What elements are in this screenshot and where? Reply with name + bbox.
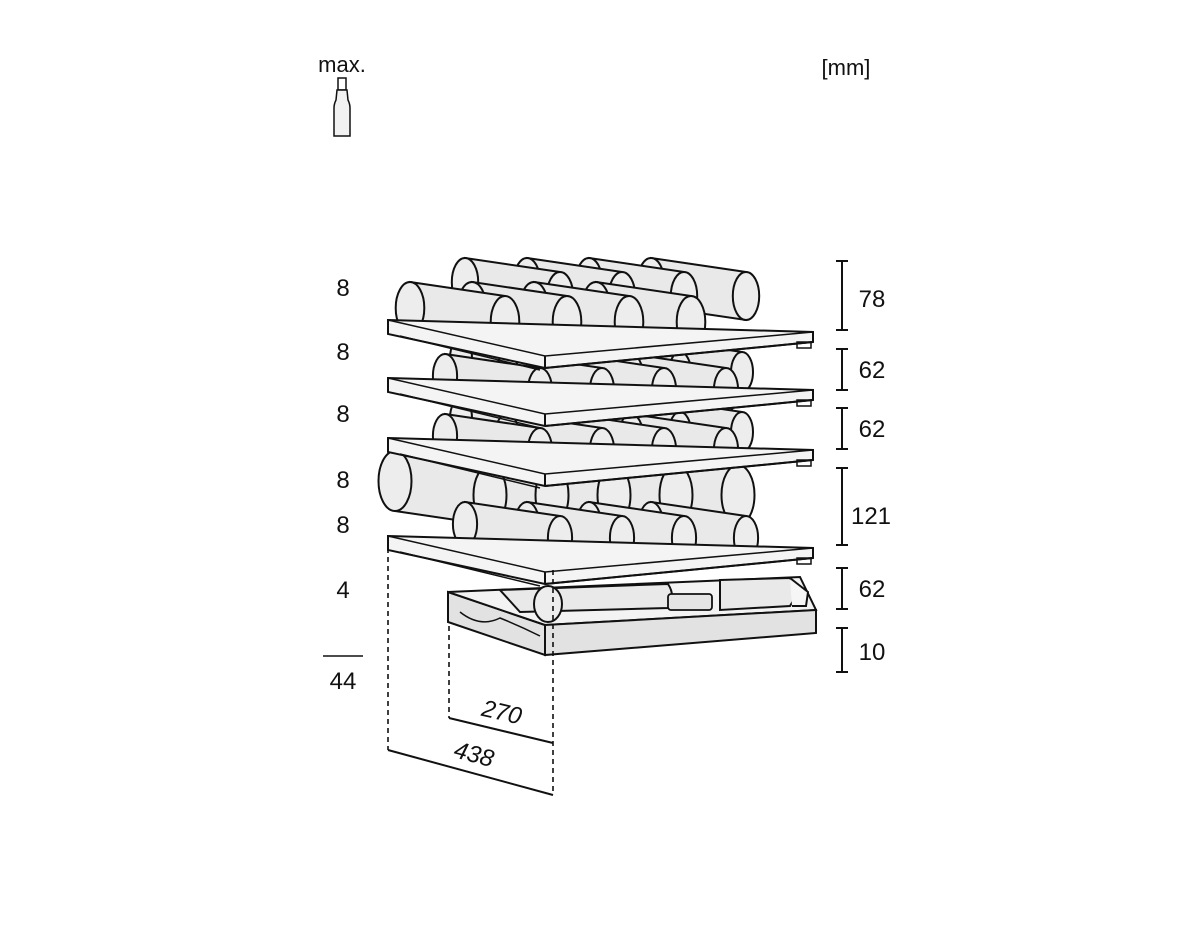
shelf-foot: [796, 459, 812, 467]
height-h2: 62: [859, 357, 886, 384]
shelf-foot: [796, 557, 812, 565]
drawer-depth-line: [448, 717, 554, 744]
left-counts: 8 8 8 8 8 4 44: [323, 275, 363, 695]
wire-shelf: [387, 376, 814, 429]
shelf-foot: [796, 341, 812, 349]
bracket-h4: 121: [836, 467, 891, 546]
wire-shelf: [387, 318, 814, 371]
rack-drawing: 270 438: [377, 256, 818, 796]
bracket-h2: 62: [836, 348, 886, 391]
shelf-foot: [796, 399, 812, 407]
shelf-left-edge: [399, 393, 541, 429]
count-shelf-4-upper: 8: [336, 467, 349, 494]
bottle-back-end: [377, 450, 413, 512]
bracket-h3: 62: [836, 407, 886, 450]
height-h3: 62: [859, 416, 886, 443]
bottom-drawer: [447, 575, 818, 657]
height-h6: 10: [859, 639, 886, 666]
shelf-depth-label: 438: [451, 737, 497, 774]
max-label: max.: [318, 52, 366, 77]
count-shelf-1: 8: [336, 275, 349, 302]
height-h1: 78: [859, 286, 886, 313]
height-h5: 62: [859, 576, 886, 603]
shelf-front-edge: [544, 557, 814, 585]
bracket-h1: 78: [836, 260, 886, 331]
wine-bottle-icon: [333, 77, 351, 137]
wire-shelf: [387, 436, 814, 489]
bracket-h6: 10: [836, 627, 886, 673]
shelf-left-edge: [399, 551, 541, 587]
shelf-left-edge: [399, 335, 541, 371]
count-shelf-2: 8: [336, 339, 349, 366]
right-height-brackets: 78 62 62 121 62: [836, 260, 891, 673]
bottle-front-end: [731, 271, 761, 321]
wire-shelf: [387, 534, 814, 587]
drawer-depth-label: 270: [478, 695, 525, 731]
shelf-front-edge: [544, 341, 814, 369]
shelf-left-edge: [399, 453, 541, 489]
shelf-front-edge: [544, 399, 814, 427]
count-total: 44: [330, 668, 357, 695]
bracket-h5: 62: [836, 567, 886, 610]
count-shelf-4-lower: 8: [336, 512, 349, 539]
unit-label: [mm]: [822, 55, 871, 80]
shelves: [387, 318, 814, 587]
count-shelf-3: 8: [336, 401, 349, 428]
count-drawer: 4: [336, 577, 349, 604]
depth-dimensions: 270 438: [387, 548, 554, 796]
height-h4: 121: [851, 503, 891, 530]
shelf-depth-line: [387, 749, 554, 796]
shelf-front-edge: [544, 459, 814, 487]
